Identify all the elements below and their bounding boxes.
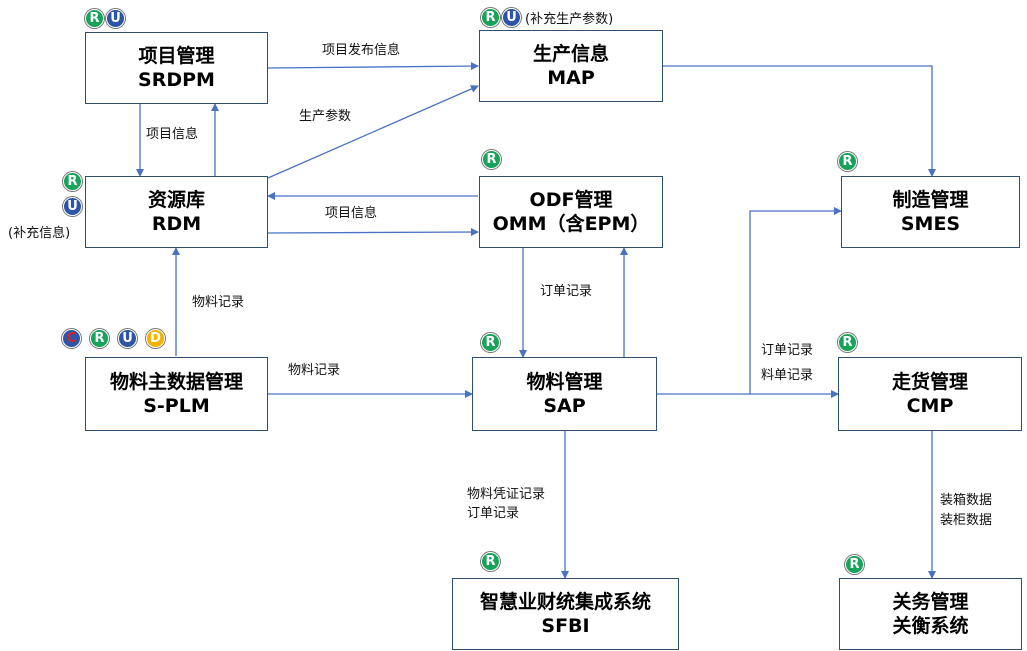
box-code: S-PLM xyxy=(143,395,210,417)
box-code: SRDPM xyxy=(138,69,215,91)
edge-map-to-smes xyxy=(663,65,936,177)
edge-label-sap-to-sfbi-2: 订单记录 xyxy=(467,506,520,521)
badge-r: R xyxy=(85,9,104,28)
box-name: 走货管理 xyxy=(891,371,968,393)
edge-label-sap-to-cmp-2: 料单记录 xyxy=(761,368,814,383)
badge-u: U xyxy=(502,8,521,27)
box-rdm: 资源库 RDM xyxy=(85,176,268,248)
badge-d: D xyxy=(146,329,165,348)
badges-rdm: R U xyxy=(63,172,82,216)
box-omm: ODF管理 OMM（含EPM） xyxy=(479,176,663,248)
edge-label-srdpm-to-map: 项目发布信息 xyxy=(322,43,401,58)
badges-splm: C R U D xyxy=(62,329,165,348)
badge-u: U xyxy=(118,329,137,348)
badge-note-map: (补充生产参数) xyxy=(525,12,614,27)
box-code: MAP xyxy=(547,67,595,89)
box-code: SMES xyxy=(900,213,961,235)
badges-customs: R xyxy=(845,555,864,574)
box-name: 资源库 xyxy=(147,189,205,211)
box-name: 生产信息 xyxy=(532,43,609,65)
edge-label-sap-to-cmp-1: 订单记录 xyxy=(761,343,814,358)
badge-r: R xyxy=(481,552,500,571)
box-name: 关务管理 xyxy=(892,591,969,613)
edge-label-omm-to-sap: 订单记录 xyxy=(540,284,593,299)
badges-smes: R xyxy=(838,152,857,171)
box-sap: 物料管理 SAP xyxy=(472,357,657,431)
box-code: SFBI xyxy=(541,615,590,637)
badge-r: R xyxy=(481,333,500,352)
badge-r: R xyxy=(481,8,500,27)
edge-label-rdm-omm: 项目信息 xyxy=(325,206,378,221)
box-name: ODF管理 xyxy=(529,189,613,211)
badges-cmp: R xyxy=(838,333,857,352)
badge-r: R xyxy=(838,333,857,352)
edge-srdpm-to-map xyxy=(267,62,479,71)
badge-u: U xyxy=(63,197,82,216)
box-code: RDM xyxy=(151,213,202,235)
badges-map: R U (补充生产参数) xyxy=(481,8,613,27)
badge-r: R xyxy=(90,329,109,348)
box-name: 物料管理 xyxy=(526,371,603,393)
box-sfbi: 智慧业财统集成系统 SFBI xyxy=(452,578,679,650)
box-smes: 制造管理 SMES xyxy=(841,176,1020,248)
box-name: 智慧业财统集成系统 xyxy=(479,591,651,613)
edge-label-srdpm-to-rdm: 项目信息 xyxy=(146,127,199,142)
edge-rdm-to-map xyxy=(267,85,479,179)
edge-label-splm-to-rdm: 物料记录 xyxy=(192,295,245,310)
box-code: SAP xyxy=(543,395,586,417)
edge-rdm-to-omm xyxy=(267,228,479,237)
edge-label-cmp-to-customs-2: 装柜数据 xyxy=(940,513,993,528)
badges-srdpm: R U xyxy=(85,9,125,28)
box-code: OMM（含EPM） xyxy=(492,213,650,235)
box-splm: 物料主数据管理 S-PLM xyxy=(85,357,268,431)
box-name: 制造管理 xyxy=(892,189,969,211)
badge-u: U xyxy=(106,9,125,28)
badges-omm: R xyxy=(482,150,501,169)
badge-c: C xyxy=(62,329,81,348)
box-name: 物料主数据管理 xyxy=(109,371,243,393)
edge-label-cmp-to-customs-1: 装箱数据 xyxy=(940,493,993,508)
edge-label-splm-to-sap: 物料记录 xyxy=(288,363,341,378)
box-code: 关衡系统 xyxy=(892,615,969,637)
box-name: 项目管理 xyxy=(138,45,215,67)
badge-r: R xyxy=(482,150,501,169)
badge-note-rdm: (补充信息) xyxy=(8,226,71,241)
edge-sap-to-smes xyxy=(749,207,842,394)
box-cmp: 走货管理 CMP xyxy=(838,357,1022,431)
edge-label-sap-to-sfbi-1: 物料凭证记录 xyxy=(467,487,546,502)
edge-label-rdm-to-map: 生产参数 xyxy=(299,109,352,124)
box-map: 生产信息 MAP xyxy=(479,30,663,102)
badge-r: R xyxy=(63,172,82,191)
badges-sap: R xyxy=(481,333,500,352)
box-srdpm: 项目管理 SRDPM xyxy=(85,32,268,104)
badge-r: R xyxy=(838,152,857,171)
badge-r: R xyxy=(845,555,864,574)
badges-sfbi: R xyxy=(481,552,500,571)
box-code: CMP xyxy=(906,395,954,417)
box-customs: 关务管理 关衡系统 xyxy=(839,578,1022,650)
